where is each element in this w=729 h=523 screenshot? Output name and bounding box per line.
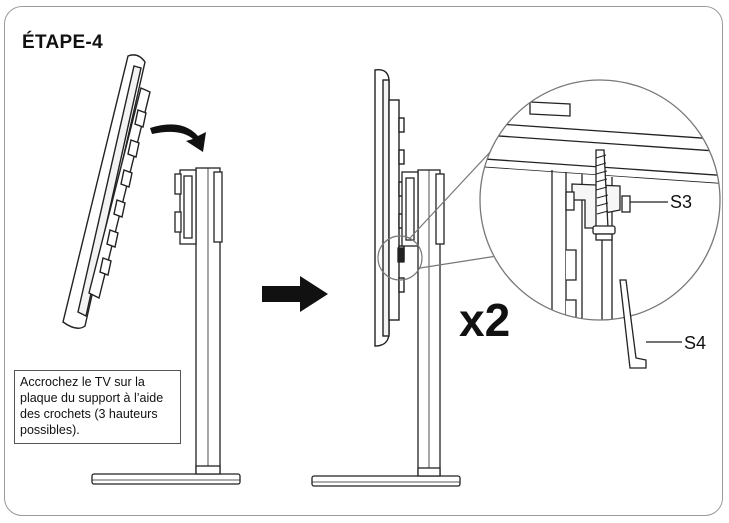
label-s3: S3 — [670, 192, 693, 212]
tv-tilted — [62, 54, 151, 329]
step-title: ÉTAPE-4 — [22, 32, 103, 53]
tv-hung — [374, 69, 405, 347]
quantity-multiplier: x2 — [459, 294, 511, 346]
detail-marker — [377, 235, 423, 281]
screw-s3 — [592, 149, 616, 241]
stand-right — [311, 169, 461, 487]
stand-left — [91, 167, 241, 485]
diagram-frame — [4, 6, 723, 516]
hang-arrow-icon — [150, 124, 206, 152]
next-step-arrow-icon — [262, 276, 328, 312]
magnified-detail — [480, 80, 720, 320]
instruction-note: Accrochez le TV sur la plaque du support… — [14, 370, 181, 444]
label-s4: S4 — [684, 333, 707, 353]
allen-key-s4 — [619, 279, 647, 369]
